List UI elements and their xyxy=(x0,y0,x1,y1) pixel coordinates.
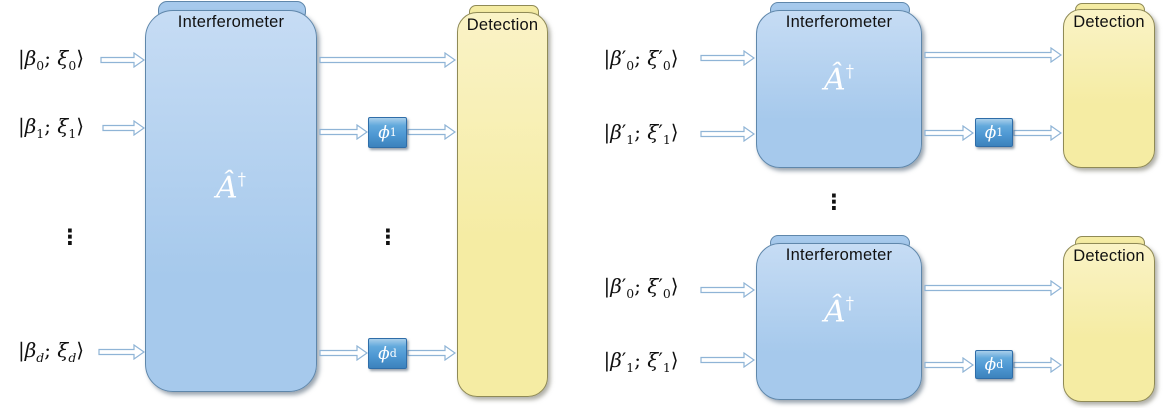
flow-arrow xyxy=(100,52,145,68)
detection-box xyxy=(1063,9,1155,168)
vertical-ellipsis: ⋮ xyxy=(59,225,81,249)
detection-title: Detection xyxy=(1073,13,1145,31)
vertical-ellipsis: ⋮ xyxy=(377,225,399,249)
interferometer-operator-label: Â† xyxy=(824,62,854,98)
input-state-label: |β′1; ξ′1⟩ xyxy=(603,120,679,147)
input-state-label: |β′0; ξ′0⟩ xyxy=(603,274,679,301)
detection-box xyxy=(457,12,548,397)
input-state-label: |β′1; ξ′1⟩ xyxy=(603,348,679,375)
flow-arrow xyxy=(407,345,456,361)
vertical-ellipsis: ⋮ xyxy=(823,190,845,214)
flow-arrow xyxy=(319,345,368,361)
flow-arrow xyxy=(700,282,755,298)
flow-arrow xyxy=(700,126,755,142)
flow-arrow xyxy=(102,120,145,136)
input-state-label: |β1; ξ1⟩ xyxy=(17,114,85,141)
flow-arrow xyxy=(319,52,456,68)
detection-title: Detection xyxy=(466,16,539,34)
input-state-label: |β′0; ξ′0⟩ xyxy=(603,46,679,73)
interferometer-operator-label: Â† xyxy=(216,170,246,206)
interferometer-operator-label: Â† xyxy=(824,294,854,330)
flow-arrow xyxy=(1013,125,1062,141)
input-state-label: |βd; ξd⟩ xyxy=(17,338,85,365)
flow-arrow xyxy=(1013,357,1062,373)
flow-arrow xyxy=(700,50,755,66)
detection-title: Detection xyxy=(1073,247,1145,265)
input-state-label: |β0; ξ0⟩ xyxy=(17,46,85,73)
flow-arrow xyxy=(924,280,1062,296)
interferometer-box xyxy=(756,243,922,400)
interferometer-box xyxy=(145,10,317,392)
interferometer-title: Interferometer xyxy=(177,13,285,31)
flow-arrow xyxy=(407,124,456,140)
flow-arrow xyxy=(924,357,974,373)
flow-arrow xyxy=(924,47,1062,63)
interferometer-title: Interferometer xyxy=(785,13,893,31)
flow-arrow xyxy=(924,125,974,141)
interferometer-box xyxy=(756,10,922,168)
flow-arrow xyxy=(319,124,368,140)
flow-arrow xyxy=(98,344,145,360)
interferometer-title: Interferometer xyxy=(785,246,893,264)
flow-arrow xyxy=(700,352,755,368)
detection-box xyxy=(1063,243,1155,402)
